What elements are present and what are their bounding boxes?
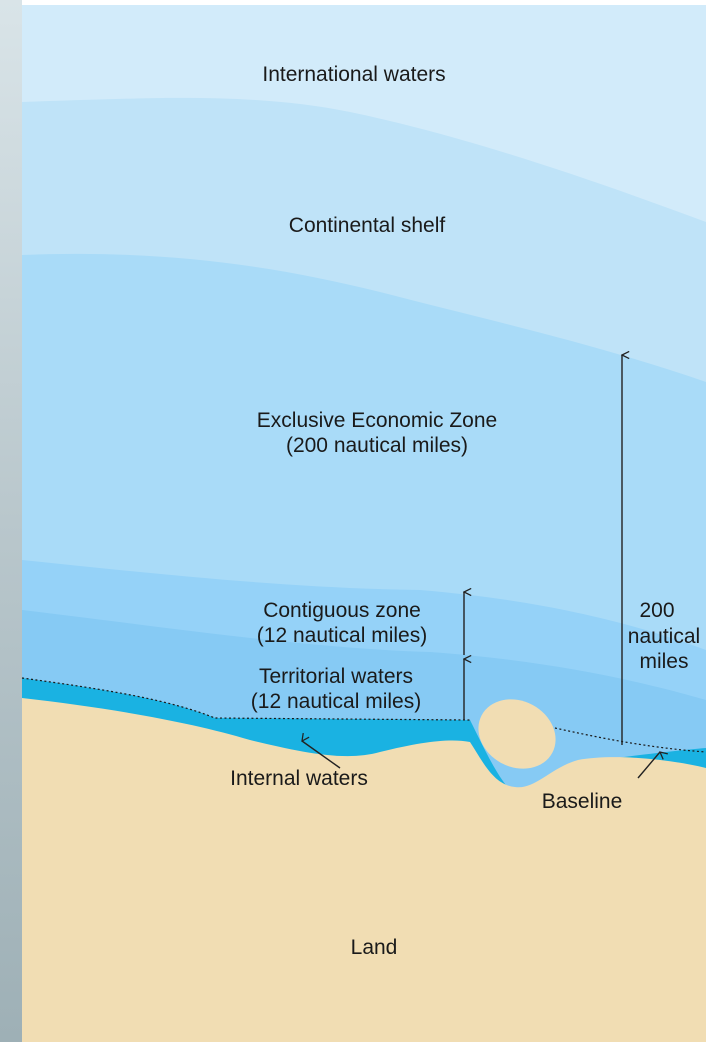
land-mass: [22, 698, 706, 1042]
label-200-unit: nautical: [628, 625, 700, 648]
label-eez-title: Exclusive Economic Zone: [257, 409, 497, 432]
internal-waters-pointer: [302, 741, 341, 769]
label-territorial-distance: (12 nautical miles): [251, 690, 421, 713]
baseline-pointer: [637, 752, 660, 779]
label-contiguous-title: Contiguous zone: [263, 599, 421, 622]
label-territorial-title: Territorial waters: [259, 665, 413, 688]
label-200-unit-miles: miles: [639, 650, 688, 673]
label-internal-waters: Internal waters: [230, 767, 368, 790]
label-eez-distance: (200 nautical miles): [286, 434, 468, 457]
label-land: Land: [351, 936, 398, 959]
label-international-waters: International waters: [262, 63, 445, 86]
label-contiguous-distance: (12 nautical miles): [257, 624, 427, 647]
baseline-line: [21, 677, 706, 753]
label-baseline: Baseline: [542, 790, 623, 813]
label-continental-shelf: Continental shelf: [289, 214, 446, 237]
island: [478, 699, 556, 769]
sea-photo-strip: [0, 0, 22, 1042]
label-200-value: 200: [639, 599, 674, 622]
